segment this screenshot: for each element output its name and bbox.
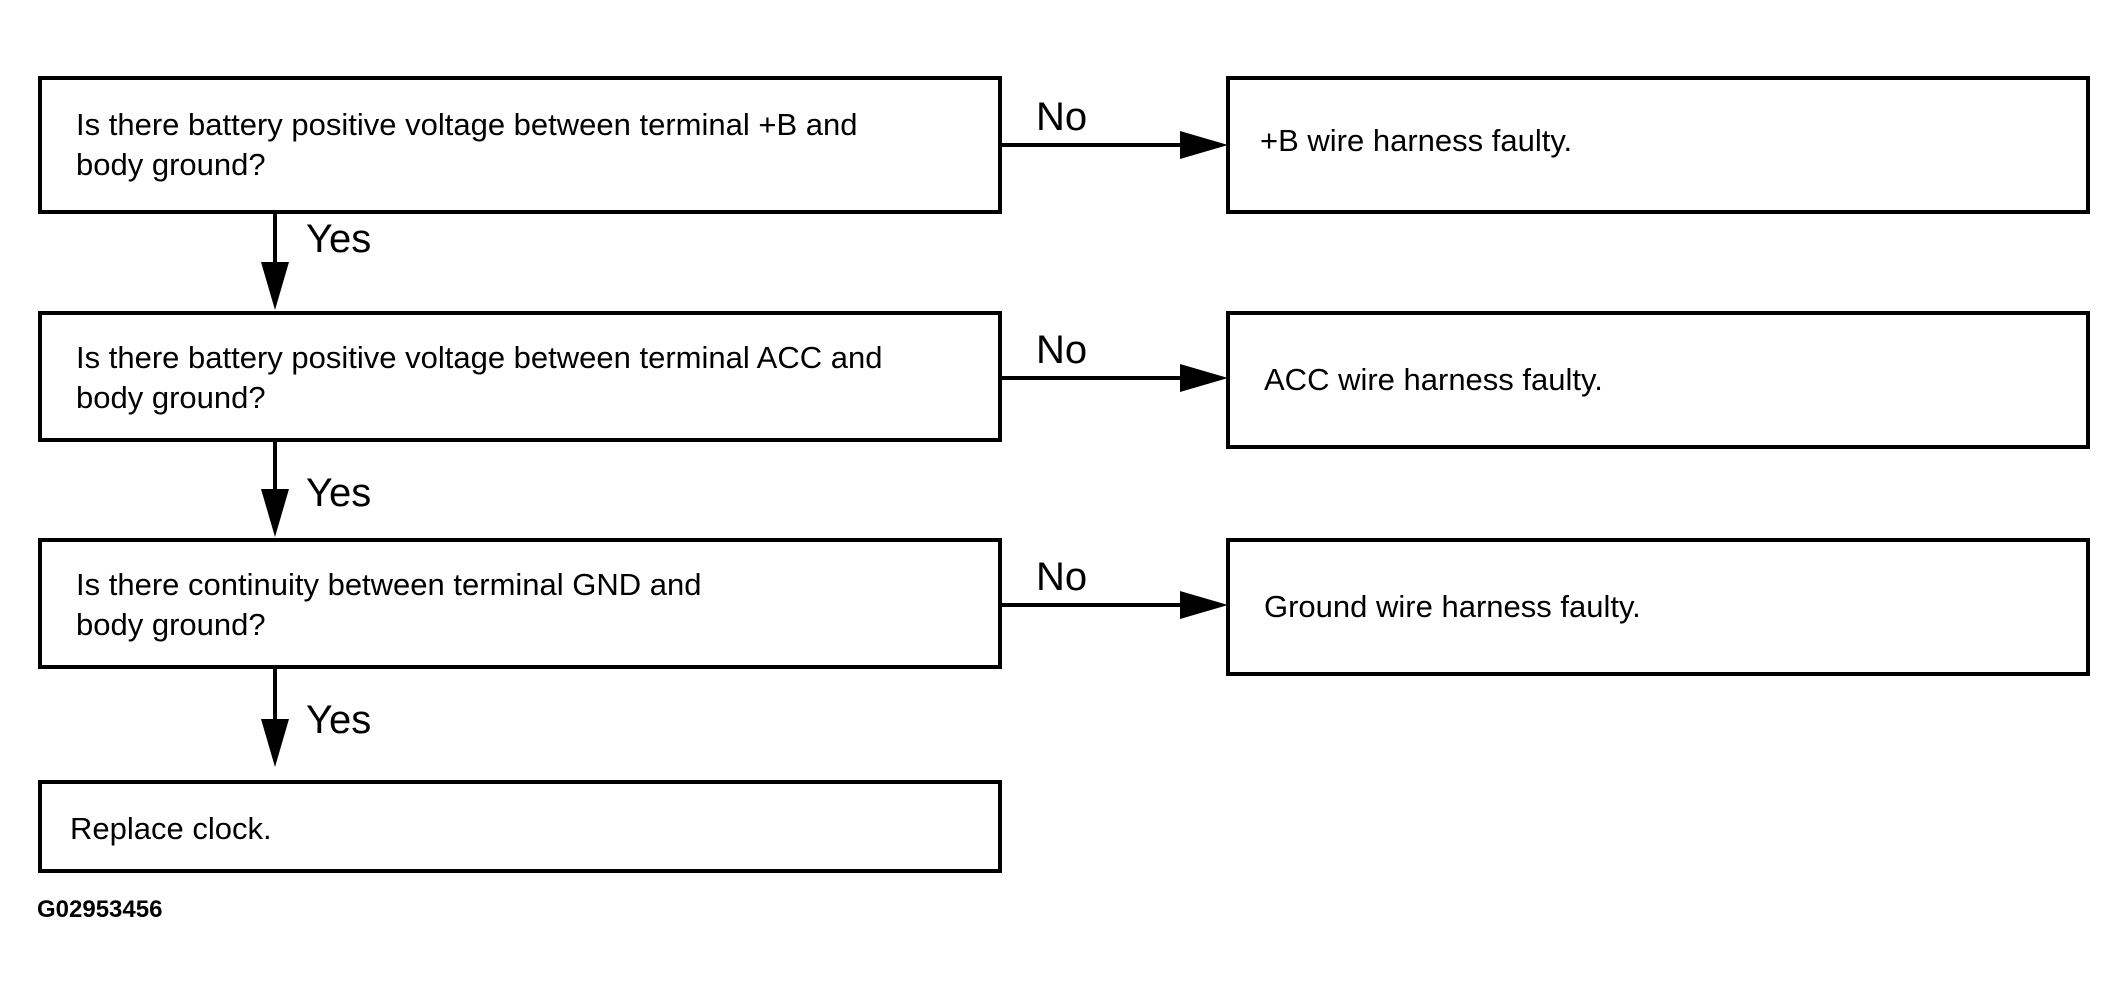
final-result-box: Replace clock. [38, 780, 1002, 873]
no-arrowhead-3 [1180, 591, 1228, 619]
question-text-1: Is there battery positive voltage betwee… [76, 105, 857, 185]
yes-label-2: Yes [306, 471, 372, 515]
question-text-2: Is there battery positive voltage betwee… [76, 338, 882, 418]
yes-label-1: Yes [306, 217, 372, 261]
result-box-2: ACC wire harness faulty. [1226, 311, 2090, 449]
result-text-2: ACC wire harness faulty. [1264, 362, 1603, 397]
no-arrowhead-1 [1180, 131, 1228, 159]
no-arrowhead-2 [1180, 364, 1228, 392]
question-text-3: Is there continuity between terminal GND… [76, 565, 701, 645]
question-1-line-2: body ground? [76, 147, 266, 182]
yes-arrowhead-1 [261, 262, 289, 310]
no-label-3: No [1036, 555, 1088, 599]
question-1-line-1: Is there battery positive voltage betwee… [76, 107, 858, 142]
question-box-1: Is there battery positive voltage betwee… [38, 76, 1002, 214]
result-text-3: Ground wire harness faulty. [1264, 589, 1641, 624]
result-box-3: Ground wire harness faulty. [1226, 538, 2090, 676]
yes-label-3: Yes [306, 698, 372, 742]
question-2-line-1: Is there battery positive voltage betwee… [76, 340, 883, 375]
result-box-1: +B wire harness faulty. [1226, 76, 2090, 214]
yes-arrowhead-2 [261, 489, 289, 537]
question-box-3: Is there continuity between terminal GND… [38, 538, 1002, 669]
no-label-2: No [1036, 328, 1088, 372]
yes-arrowhead-3 [261, 719, 289, 767]
no-label-1: No [1036, 95, 1088, 139]
question-3-line-2: body ground? [76, 607, 266, 642]
final-result-text: Replace clock. [70, 811, 272, 846]
question-box-2: Is there battery positive voltage betwee… [38, 311, 1002, 442]
question-2-line-2: body ground? [76, 380, 266, 415]
question-3-line-1: Is there continuity between terminal GND… [76, 567, 702, 602]
result-text-1: +B wire harness faulty. [1260, 123, 1573, 158]
figure-id: G02953456 [37, 896, 163, 923]
